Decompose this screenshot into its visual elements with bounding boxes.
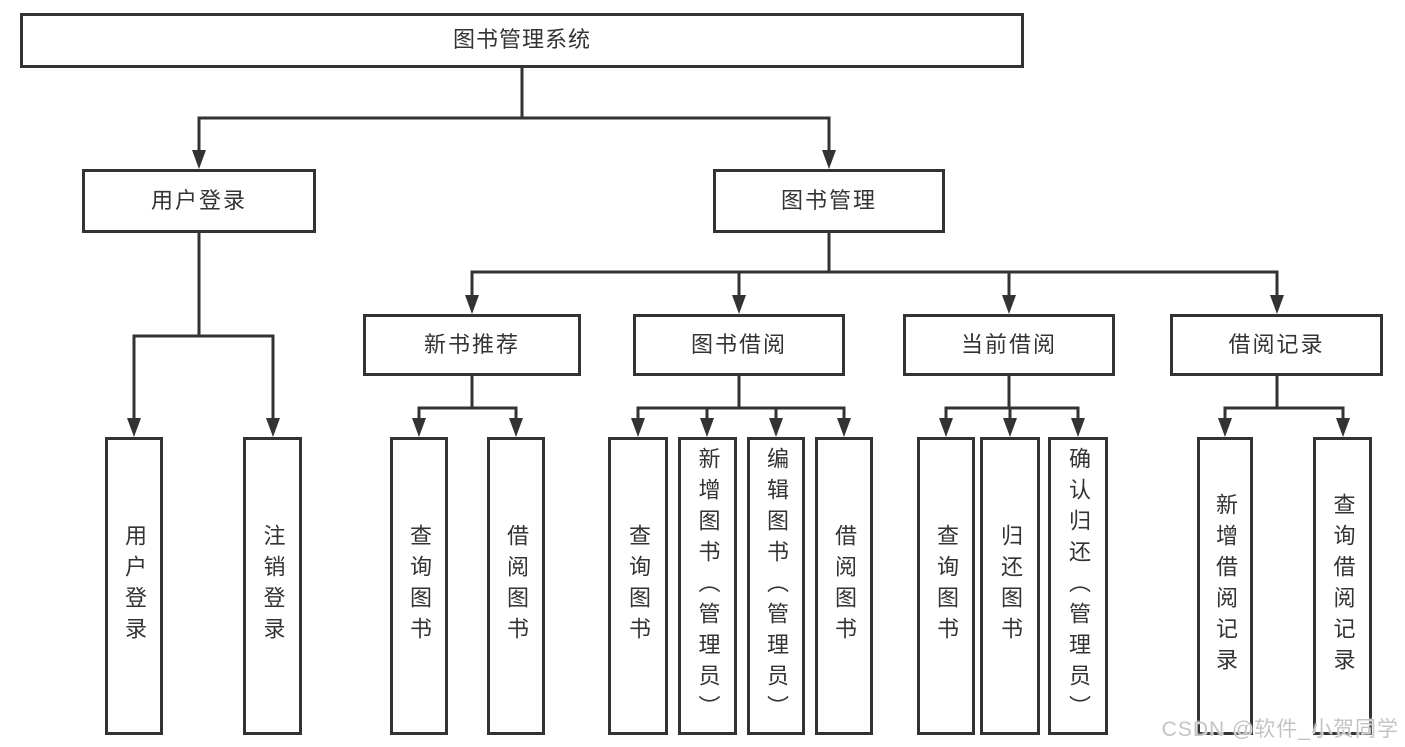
leaf-user-login: 用户登录 — [105, 437, 163, 735]
leaf-recommend-borrow-books: 借阅图书 — [487, 437, 545, 735]
leaf-query-borrow-record: 查询借阅记录 — [1313, 437, 1372, 735]
node-user-login: 用户登录 — [82, 169, 316, 233]
leaf-recommend-query-books: 查询图书 — [390, 437, 448, 735]
leaf-confirm-return-admin: 确认归还（管理员） — [1048, 437, 1108, 735]
leaf-add-books-admin: 新增图书（管理员） — [678, 437, 737, 735]
leaf-return-books: 归还图书 — [980, 437, 1040, 735]
node-book-management: 图书管理 — [713, 169, 945, 233]
node-book-borrow: 图书借阅 — [633, 314, 845, 376]
node-new-book-recommend: 新书推荐 — [363, 314, 581, 376]
node-current-borrow: 当前借阅 — [903, 314, 1115, 376]
leaf-logout: 注销登录 — [243, 437, 302, 735]
watermark-text: CSDN @软件_小贺同学 — [1161, 718, 1399, 741]
leaf-edit-books-admin: 编辑图书（管理员） — [747, 437, 805, 735]
leaf-add-borrow-record: 新增借阅记录 — [1197, 437, 1253, 735]
leaf-borrow-books: 借阅图书 — [815, 437, 873, 735]
leaf-borrow-query-books: 查询图书 — [608, 437, 668, 735]
leaf-current-query-books: 查询图书 — [917, 437, 975, 735]
node-borrow-records: 借阅记录 — [1170, 314, 1383, 376]
node-root-system: 图书管理系统 — [20, 13, 1024, 68]
